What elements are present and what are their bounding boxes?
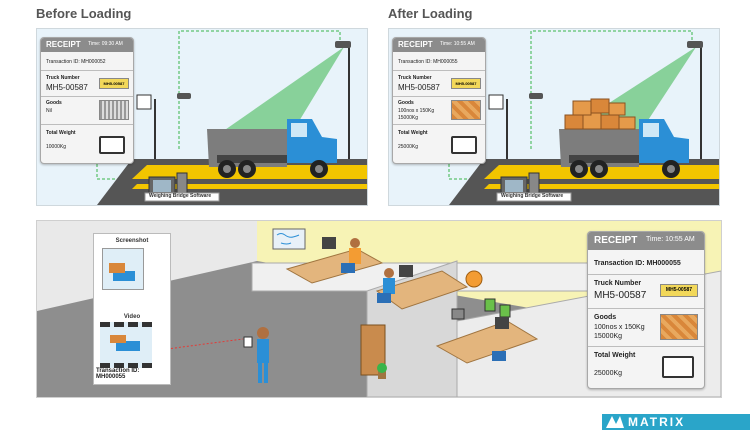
evidence-card: Screenshot Video Transaction ID: MH00005… bbox=[93, 233, 171, 385]
transaction-id: Transaction ID: MH000055 bbox=[594, 260, 681, 267]
license-plate: MH5-00587 bbox=[660, 284, 698, 297]
goods-weight: 15000Kg bbox=[398, 115, 419, 121]
office-monitoring-scene: Screenshot Video Transaction ID: MH00005… bbox=[36, 220, 722, 398]
road-stripe bbox=[132, 184, 367, 189]
display-board-icon bbox=[136, 94, 152, 110]
total-weight-value: 10000Kg bbox=[46, 144, 67, 150]
weighing-display-icon bbox=[662, 356, 694, 378]
cargo-boxes-thumbnail bbox=[660, 314, 698, 340]
receipt-office: RECEIPT Time: 10:55 AM Transaction ID: M… bbox=[587, 231, 705, 389]
truck-chassis bbox=[217, 155, 327, 163]
scan-beam bbox=[166, 338, 244, 350]
office-chair bbox=[492, 351, 506, 361]
receipt-title: RECEIPT bbox=[594, 235, 638, 246]
truck-number: MH5-00587 bbox=[46, 83, 88, 92]
cargo-boxes-thumbnail bbox=[451, 100, 481, 120]
weighing-display-icon bbox=[99, 136, 125, 154]
camera-icon bbox=[529, 93, 543, 99]
desk bbox=[435, 320, 539, 364]
transaction-id: Transaction ID: MH000055 bbox=[398, 59, 458, 65]
computer-tower bbox=[528, 172, 540, 196]
goods-label: Goods bbox=[46, 100, 62, 106]
office-chair bbox=[341, 263, 355, 273]
receipt-title: RECEIPT bbox=[398, 40, 433, 49]
goods-quantity: 100nos x 150Kg bbox=[594, 324, 645, 331]
receipt-time: Time: 09:30 AM bbox=[88, 41, 123, 47]
screenshot-thumbnail bbox=[102, 248, 144, 290]
video-label: Video bbox=[123, 314, 141, 320]
office-worker bbox=[350, 238, 360, 248]
total-weight-value: 25000Kg bbox=[398, 144, 419, 150]
cargo-boxes bbox=[564, 98, 636, 130]
desk-monitor bbox=[495, 317, 509, 329]
weighbridge-scene-before bbox=[96, 30, 367, 205]
total-weight-label: Total Weight bbox=[46, 130, 76, 136]
before-loading-heading: Before Loading bbox=[36, 6, 132, 21]
tablet-icon bbox=[243, 336, 253, 348]
goods-label: Goods bbox=[398, 100, 414, 106]
goods-value: Nil bbox=[46, 108, 52, 114]
receipt-header: RECEIPT Time: 10:55 AM bbox=[393, 38, 485, 52]
goods-label: Goods bbox=[594, 314, 617, 321]
before-loading-scene: Weighing Bridge Software RECEIPT Time: 0… bbox=[36, 28, 368, 206]
camera-icon bbox=[687, 41, 703, 48]
evidence-transaction-id: Transaction ID: MH000055 bbox=[96, 368, 140, 380]
truck-window bbox=[643, 123, 659, 137]
receipt-time: Time: 10:55 AM bbox=[646, 236, 695, 243]
truck-number-label: Truck Number bbox=[594, 280, 642, 287]
receipt-header: RECEIPT Time: 10:55 AM bbox=[588, 232, 704, 250]
world-map bbox=[272, 228, 306, 250]
person-with-tablet bbox=[257, 327, 269, 339]
receipt-title: RECEIPT bbox=[46, 40, 81, 49]
office-illustration bbox=[37, 221, 721, 397]
computer-tower bbox=[176, 172, 188, 196]
license-plate: MH5-00587 bbox=[451, 78, 481, 89]
truck-number: MH5-00587 bbox=[594, 290, 647, 301]
road-stripe bbox=[484, 184, 719, 189]
weighing-display-icon bbox=[451, 136, 477, 154]
desk-monitor bbox=[322, 237, 336, 249]
after-loading-scene: Weighing Bridge Software RECEIPT Time: 1… bbox=[388, 28, 720, 206]
goods-quantity: 100nos x 150Kg bbox=[398, 108, 435, 114]
after-loading-heading: After Loading bbox=[388, 6, 473, 21]
total-weight-label: Total Weight bbox=[398, 130, 428, 136]
weighbridge-scene-after bbox=[448, 30, 719, 205]
total-weight-label: Total Weight bbox=[594, 352, 636, 359]
total-weight-value: 25000Kg bbox=[594, 370, 623, 377]
office-chair bbox=[377, 293, 391, 303]
picture-frame bbox=[484, 298, 496, 312]
screenshot-label: Screenshot bbox=[115, 238, 149, 244]
video-thumbnail bbox=[100, 322, 152, 368]
receipt-header: RECEIPT Time: 09:30 AM bbox=[41, 38, 133, 52]
desk-monitor bbox=[399, 265, 413, 277]
receipt-before: RECEIPT Time: 09:30 AM Transaction ID: M… bbox=[40, 37, 134, 164]
truck-number-label: Truck Number bbox=[398, 75, 432, 81]
printer bbox=[451, 308, 465, 320]
truck-chassis bbox=[569, 155, 679, 163]
camera-icon bbox=[177, 93, 191, 99]
camera-beam bbox=[209, 47, 344, 141]
picture-frame bbox=[499, 304, 511, 318]
matrix-logo-icon bbox=[606, 416, 624, 428]
license-plate: MH5-00587 bbox=[99, 78, 129, 89]
truck-number-label: Truck Number bbox=[46, 75, 80, 81]
truck-number: MH5-00587 bbox=[398, 83, 440, 92]
desk bbox=[375, 270, 469, 310]
truck-window bbox=[291, 123, 307, 137]
wall-clock-icon bbox=[465, 270, 483, 288]
receipt-after: RECEIPT Time: 10:55 AM Transaction ID: M… bbox=[392, 37, 486, 164]
receipt-time: Time: 10:55 AM bbox=[440, 41, 475, 47]
weighing-software-label: Weighing Bridge Software bbox=[149, 193, 212, 199]
transaction-id: Transaction ID: MH000052 bbox=[46, 59, 106, 65]
office-worker bbox=[384, 268, 394, 278]
logo-text: MATRIX bbox=[628, 415, 686, 429]
weighing-software-label: Weighing Bridge Software bbox=[501, 193, 564, 199]
empty-truck-bed-thumbnail bbox=[99, 100, 129, 120]
goods-weight: 15000Kg bbox=[594, 333, 623, 340]
camera-icon bbox=[335, 41, 351, 48]
potted-plant bbox=[378, 371, 386, 379]
matrix-logo: MATRIX bbox=[602, 414, 750, 430]
display-board-icon bbox=[488, 94, 504, 110]
